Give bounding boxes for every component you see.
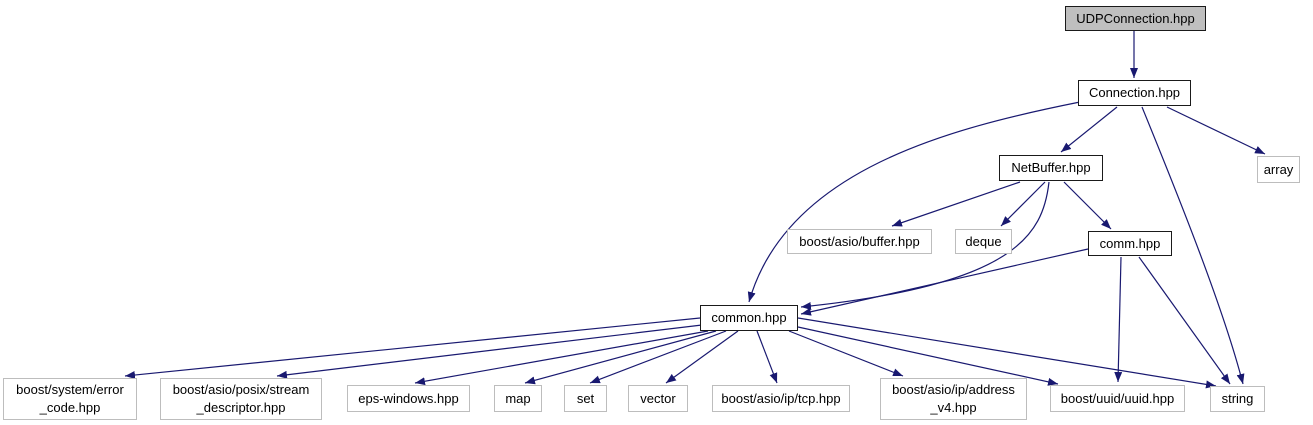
node-boost-asio-posix-stream-descriptor-hpp: boost/asio/posix/stream _descriptor.hpp — [160, 378, 322, 420]
edge-common-to-stream-descriptor — [276, 324, 703, 379]
edge-common-to-map — [524, 330, 717, 385]
node-comm-hpp[interactable]: comm.hpp — [1088, 231, 1172, 256]
edge-comm-to-string — [1138, 256, 1231, 385]
node-string: string — [1210, 386, 1265, 412]
edge-netbuffer-to-deque — [1000, 181, 1046, 227]
node-boost-asio-ip-address-v4-hpp: boost/asio/ip/address _v4.hpp — [880, 378, 1027, 420]
node-boost-uuid-uuid-hpp: boost/uuid/uuid.hpp — [1050, 385, 1185, 412]
edge-comm-to-uuid — [1114, 256, 1123, 383]
edge-connection-to-common — [747, 101, 1081, 303]
node-connection-hpp[interactable]: Connection.hpp — [1078, 80, 1191, 106]
edge-netbuffer-to-buffer — [891, 181, 1021, 227]
edge-netbuffer-to-comm — [1063, 181, 1112, 230]
edge-common-to-string — [797, 317, 1217, 389]
node-boost-system-error-code-hpp: boost/system/error _code.hpp — [3, 378, 137, 420]
edge-common-to-tcp — [756, 330, 778, 384]
node-common-hpp[interactable]: common.hpp — [700, 305, 798, 331]
edge-connection-to-string — [1141, 106, 1245, 385]
node-set: set — [564, 385, 607, 412]
node-deque: deque — [955, 229, 1012, 254]
node-array: array — [1257, 156, 1300, 183]
edge-common-to-error-code — [124, 317, 701, 379]
node-boost-asio-buffer-hpp: boost/asio/buffer.hpp — [787, 229, 932, 254]
edge-connection-to-array — [1166, 106, 1266, 155]
node-vector: vector — [628, 385, 688, 412]
node-netbuffer-hpp[interactable]: NetBuffer.hpp — [999, 155, 1103, 181]
edge-common-to-address-v4 — [788, 330, 904, 377]
edge-comm-to-common — [800, 248, 1089, 316]
node-eps-windows-hpp: eps-windows.hpp — [347, 385, 470, 412]
node-udpconnection-hpp: UDPConnection.hpp — [1065, 6, 1206, 31]
node-map: map — [494, 385, 542, 412]
edge-common-to-vector — [665, 330, 739, 384]
node-boost-asio-ip-tcp-hpp: boost/asio/ip/tcp.hpp — [712, 385, 850, 412]
edge-connection-to-netbuffer — [1060, 106, 1118, 153]
edge-common-to-eps-windows — [414, 330, 709, 386]
edge-common-to-uuid — [797, 326, 1059, 386]
edge-common-to-set — [589, 330, 727, 384]
